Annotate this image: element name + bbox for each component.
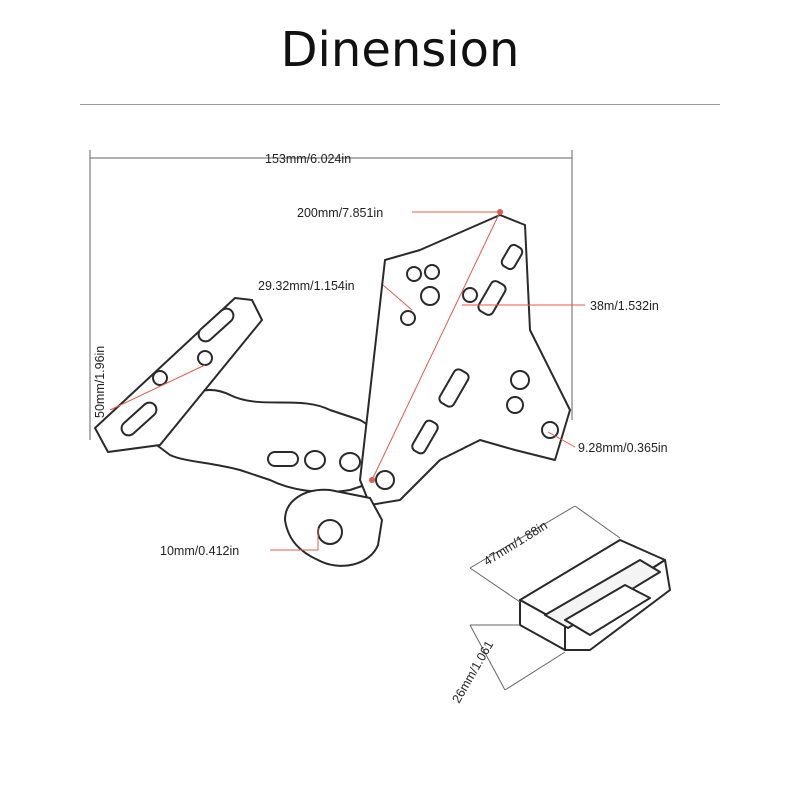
- block-pad: [544, 559, 661, 629]
- block-pad-inner: [564, 584, 651, 636]
- arm-slot-3: [438, 368, 470, 408]
- mount-hole: [317, 519, 343, 545]
- dim-label-arm-length: 200mm/7.851in: [297, 206, 383, 220]
- dim-label-small-hole: 9.28mm/0.365in: [578, 441, 668, 455]
- arm-hole-6: [510, 370, 530, 390]
- arm-slot-2: [500, 243, 524, 271]
- dim-label-mount-hole: 10mm/0.412in: [160, 544, 239, 558]
- rubber-block: [519, 539, 671, 651]
- arm-slot-1: [477, 280, 507, 316]
- marker-arm-top: [497, 209, 503, 215]
- title-divider: [80, 104, 720, 105]
- arm-hole-9: [375, 470, 395, 490]
- arm-hole-1: [406, 266, 422, 282]
- dimension-lines: [89, 150, 621, 691]
- plate-hole-2: [152, 370, 168, 386]
- arm-hole-2: [424, 264, 440, 280]
- plate-slot-bottom: [120, 401, 158, 437]
- arm-hole-8: [541, 421, 559, 439]
- arm-slot-4: [411, 419, 439, 455]
- dim-label-plate-height: 50mm/1.96in: [93, 346, 107, 418]
- dim-label-block-length: 47mm/1.88in: [481, 518, 550, 568]
- main-arm: [359, 214, 571, 506]
- dim-label-hole-spacing: 29.32mm/1.154in: [258, 279, 355, 293]
- dim-label-arm-width: 38m/1.532in: [590, 299, 659, 313]
- dim-label-block-height: 26mm/1.061: [449, 638, 496, 705]
- page-title: Dinension: [280, 22, 520, 78]
- body-hole-1: [304, 450, 326, 470]
- arm-hole-5: [462, 287, 478, 303]
- dim-label-overall-width: 153mm/6.024in: [265, 152, 351, 166]
- arm-hole-3: [400, 310, 416, 326]
- arm-hole-7: [506, 396, 524, 414]
- arm-hole-4: [420, 286, 440, 306]
- body-hole-2: [339, 452, 361, 472]
- license-plate-bracket: [94, 214, 571, 567]
- marker-arm-bottom: [369, 477, 375, 483]
- body-slot: [267, 451, 299, 467]
- dimension-markers: [369, 209, 503, 483]
- plate-hole-1: [197, 350, 213, 366]
- plate-slot-top: [197, 307, 235, 343]
